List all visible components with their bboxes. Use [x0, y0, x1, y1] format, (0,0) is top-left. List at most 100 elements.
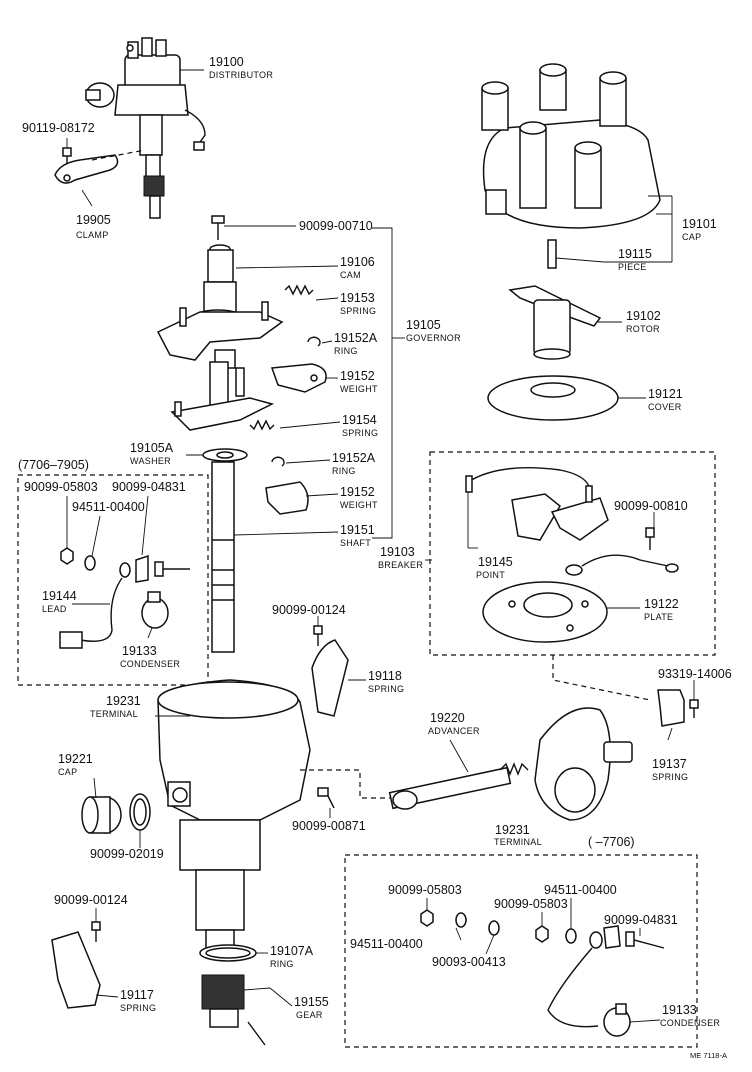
- advancer-alignment-guide: [300, 769, 395, 799]
- label-90099-00124-upper: 90099-00124: [272, 603, 346, 617]
- condenser-19133-g2-drawing: [603, 1003, 631, 1037]
- label-19102-number: 19102: [626, 309, 661, 323]
- label-19106-name: CAM: [340, 270, 361, 280]
- group-box-7706-7905: [17, 474, 209, 686]
- label-19102-name: ROTOR: [626, 324, 660, 334]
- label-19152a-number: 19152A: [334, 331, 378, 345]
- nut-90099-05803-g2b-drawing: [535, 925, 549, 943]
- label-19905-number: 19905: [76, 213, 111, 227]
- cap-19221-drawing: [81, 796, 122, 834]
- label-19231-upper-number: 19231: [106, 694, 141, 708]
- label-19106-number: 19106: [340, 255, 375, 269]
- label-19145-name: POINT: [476, 570, 506, 580]
- label-19105-name: GOVERNOR: [406, 333, 461, 343]
- label-19144-name: LEAD: [42, 604, 67, 614]
- nut-90099-05803-drawing: [60, 547, 74, 565]
- advancer-19220-drawing: [388, 707, 633, 821]
- screw-90099-00124-lower-drawing: [91, 921, 101, 942]
- label-19152-name: WEIGHT: [340, 384, 378, 394]
- label-19105a-number: 19105A: [130, 441, 174, 455]
- spring-19137-drawing: [552, 655, 685, 727]
- label-90099-00710: 90099-00710: [299, 219, 373, 233]
- cover-19121-drawing: [487, 375, 619, 421]
- label-19115-number: 19115: [618, 247, 652, 261]
- ring-19107a-drawing: [199, 944, 257, 962]
- weight-19152-drawing: [270, 363, 327, 393]
- label-19221-name: CAP: [58, 767, 78, 777]
- label-g2-94511-00400-b: 94511-00400: [350, 937, 423, 951]
- label-19137-name: SPRING: [652, 772, 689, 782]
- label-19122-name: PLATE: [644, 612, 674, 622]
- label-19153-number: 19153: [340, 291, 375, 305]
- cam-drawing: [195, 244, 241, 323]
- label-g2-94511-00400-a: 94511-00400: [544, 883, 617, 897]
- label-19152-lower-name: WEIGHT: [340, 500, 378, 510]
- label-g2-90099-05803-b: 90099-05803: [494, 897, 568, 911]
- plate-19122-drawing: [482, 581, 608, 643]
- label-19105a-name: WASHER: [130, 456, 171, 466]
- washer-94511-00400-g2-drawing: [455, 912, 467, 928]
- condenser-19133-drawing: [141, 591, 169, 629]
- washer-90093-00413-drawing: [488, 920, 500, 936]
- label-19137-number: 19137: [652, 757, 687, 771]
- label-g1-19133-name: CONDENSER: [120, 659, 181, 669]
- label-19117-number: 19117: [120, 988, 154, 1002]
- spring-19118-drawing: [311, 639, 349, 717]
- label-19152-lower-number: 19152: [340, 485, 375, 499]
- washer-19105a-drawing: [202, 448, 248, 462]
- label-g1-90099-05803: 90099-05803: [24, 480, 98, 494]
- screw-90099-00710-drawing: [211, 215, 225, 240]
- weight-19152-lower-drawing: [265, 481, 309, 515]
- label-19101-name: CAP: [682, 232, 702, 242]
- label-19121-number: 19121: [648, 387, 683, 401]
- distributor-cap-drawing: [481, 63, 661, 229]
- label-19107a-number: 19107A: [270, 944, 314, 958]
- clamp-drawing: [54, 149, 146, 184]
- label-19151-number: 19151: [340, 523, 375, 537]
- label-19154-name: SPRING: [342, 428, 379, 438]
- label-19220-name: ADVANCER: [428, 726, 480, 736]
- ring-19152a-drawing: [307, 336, 321, 347]
- distributor-assembly-drawing: [85, 37, 206, 219]
- group-range-7706-7905: (7706–7905): [18, 458, 89, 472]
- label-g2-90099-04831: 90099-04831: [604, 913, 678, 927]
- label-90099-00124-lower: 90099-00124: [54, 893, 128, 907]
- label-19905-name: CLAMP: [76, 230, 109, 240]
- label-19152-number: 19152: [340, 369, 375, 383]
- point-19145-drawing: [465, 467, 609, 541]
- label-g2-19133-number: 19133: [662, 1003, 697, 1017]
- label-g1-90099-04831: 90099-04831: [112, 480, 186, 494]
- label-19122-number: 19122: [644, 597, 679, 611]
- spring-19153-drawing: [284, 284, 314, 296]
- label-19231-lower-number: 19231: [495, 823, 530, 837]
- label-19107a-name: RING: [270, 959, 294, 969]
- screw-90099-00124-drawing: [313, 625, 323, 646]
- distributor-housing-drawing: [157, 679, 311, 951]
- breaker-lead-drawing: [565, 554, 679, 576]
- label-19117-name: SPRING: [120, 1003, 157, 1013]
- label-19152a-name: RING: [334, 346, 358, 356]
- label-90099-02019: 90099-02019: [90, 847, 164, 861]
- terminal-lead-g2-drawing: [547, 925, 621, 1028]
- diagram-code: ME 7118-A: [690, 1051, 727, 1060]
- gear-19155-drawing: [201, 974, 266, 1046]
- screw-90099-04831-g2-drawing: [625, 931, 665, 949]
- label-19154-number: 19154: [342, 413, 377, 427]
- rotor-19102-drawing: [508, 285, 602, 360]
- label-g2-90093-00413: 90093-00413: [432, 955, 506, 969]
- label-19151-name: SHAFT: [340, 538, 372, 548]
- label-19231-upper-name: TERMINAL: [90, 709, 138, 719]
- label-g2-90099-05803-a: 90099-05803: [388, 883, 462, 897]
- governor-shaft-upper-drawing: [170, 361, 275, 431]
- label-19231-lower-name: TERMINAL: [494, 837, 542, 847]
- label-19153-name: SPRING: [340, 306, 377, 316]
- screw-90099-00871-drawing: [317, 787, 335, 809]
- governor-group-bracket: [372, 227, 393, 539]
- lead-19144-drawing: [59, 554, 149, 649]
- label-90119-08172: 90119-08172: [22, 121, 95, 135]
- label-19121-name: COVER: [648, 402, 682, 412]
- label-19103-number: 19103: [380, 545, 415, 559]
- nut-90099-05803-g2-drawing: [420, 909, 434, 927]
- screw-93319-14006-drawing: [689, 699, 699, 718]
